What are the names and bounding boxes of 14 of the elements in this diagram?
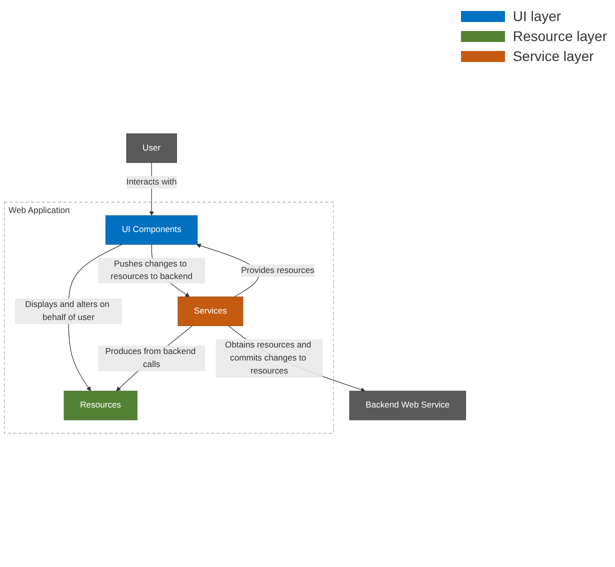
edge-label: Provides resources [241,266,314,275]
node-box: User [126,133,177,163]
legend-label: UI layer [512,8,562,24]
node-box: Services [178,296,244,326]
node-box: Backend Web Service [349,390,466,420]
edge-label: Produces from backend calls [105,347,196,370]
legend-label: Resource layer [512,28,607,44]
edge-label: Obtains resources and commits changes to resources [225,340,312,376]
edge-label: Displays and alters on behalf of user [25,300,110,322]
node-box: Resources [64,390,138,420]
edge-label: Pushes changes to resources to backend [110,259,193,282]
legend-label: Service layer [512,48,594,64]
node-box: UI Components [106,215,198,245]
edge-label: Interacts with [126,178,177,187]
